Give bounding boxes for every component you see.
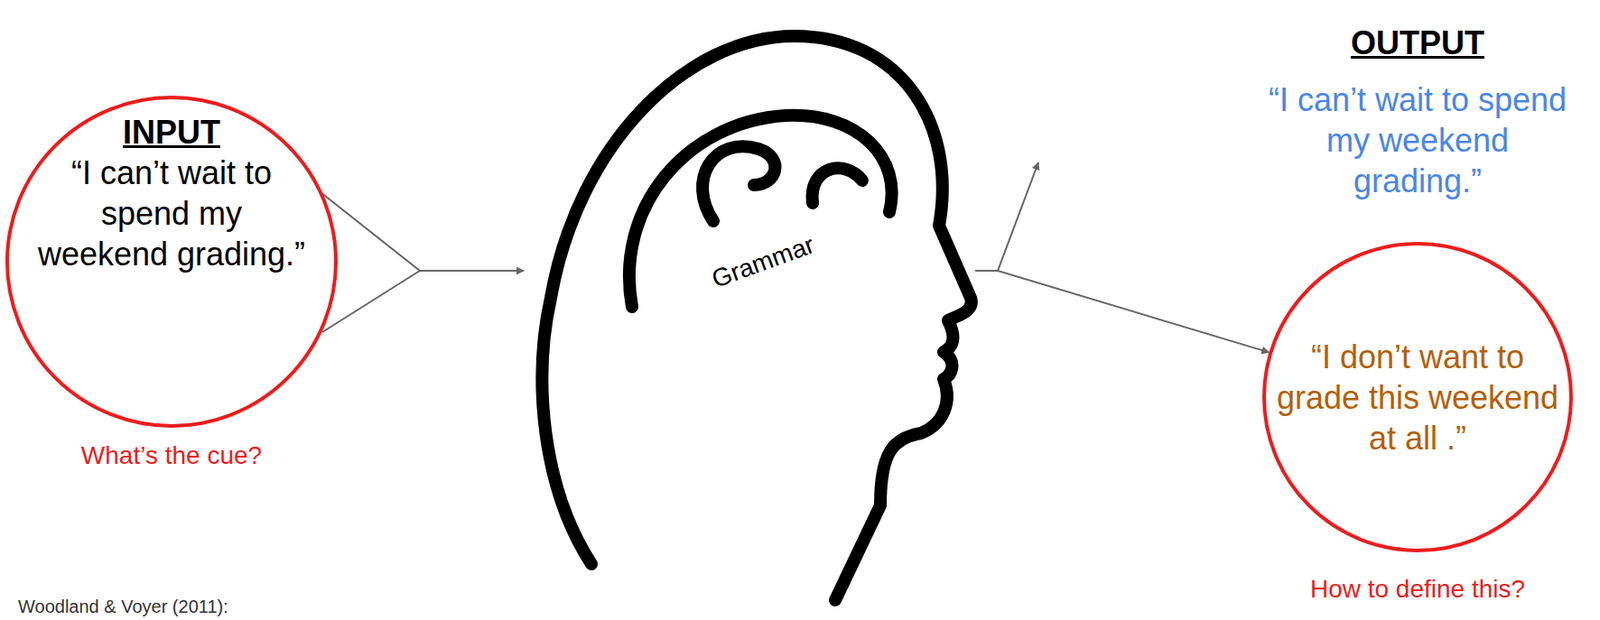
input-heading: INPUT [35,111,309,153]
head-outline [541,36,971,601]
input-sentence: “I can’t wait to spend my weekend gradin… [35,152,309,275]
output-sentence: “I can’t wait to spend my weekend gradin… [1263,79,1573,202]
bracket-line [322,270,420,333]
input-circle: INPUT“I can’t wait to spend my weekend g… [5,95,338,428]
question-note: What’s the cue? [81,440,262,472]
output-heading: OUTPUT [1350,23,1485,63]
brain-outline [629,115,893,307]
head-node: Grammar [523,13,976,620]
arrow-connector [975,270,1269,353]
grammar-label: Grammar [706,228,819,295]
arrow-connector [975,162,1039,271]
brain-fold [812,167,863,204]
output-sentence: “I don’t want to grade this weekend at a… [1271,336,1565,459]
brain-fold [702,146,775,222]
circle-border [1264,243,1572,551]
arrow-connector [320,192,524,271]
output-circle: “I don’t want to grade this weekend at a… [1262,241,1573,553]
circle-border [7,97,336,427]
citation: Woodland & Voyer (2011): [18,595,229,618]
output-literal: “I can’t wait to spend my weekend gradin… [1038,79,1573,202]
question-note: How to define this? [1310,574,1526,605]
